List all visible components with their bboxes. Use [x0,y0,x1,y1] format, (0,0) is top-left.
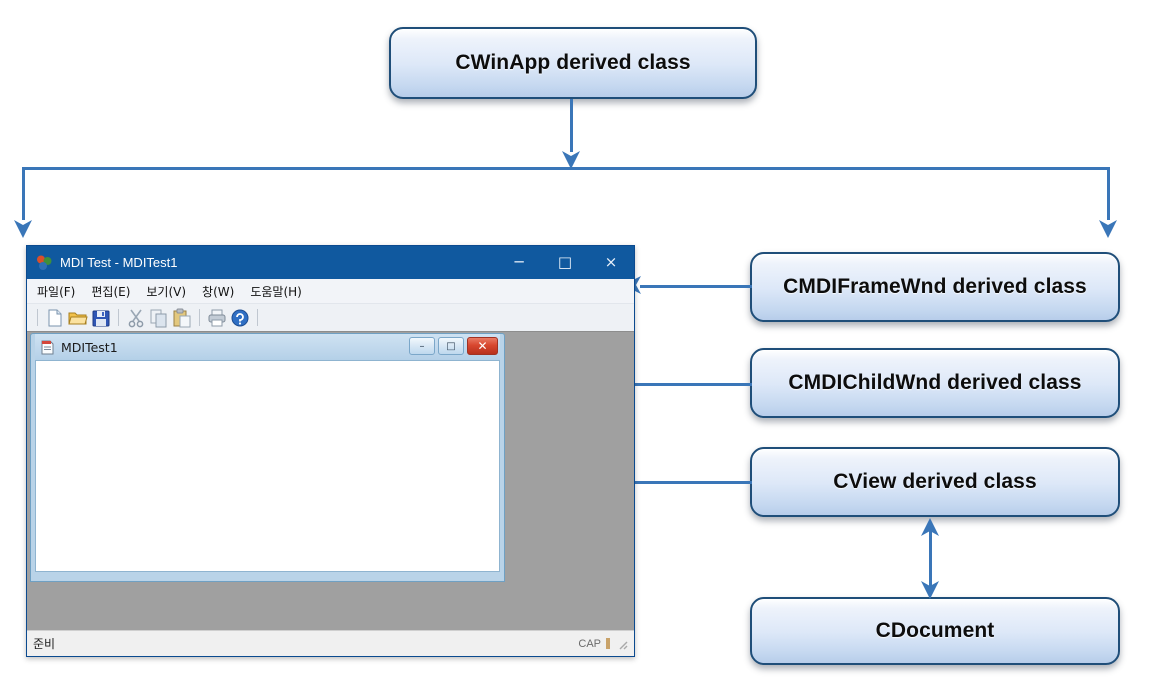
box-cmdichildwnd[interactable]: CMDIChildWnd derived class [750,348,1120,418]
toolbar-separator [257,309,258,326]
mfc-menu-bar: 파일(F) 편집(E) 보기(V) 창(W) 도움말(H) [27,279,634,304]
menu-help[interactable]: 도움말(H) [250,284,302,299]
menu-window[interactable]: 창(W) [202,284,235,299]
arrowhead-down-to-cdocument [921,581,939,599]
box-cwinapp[interactable]: CWinApp derived class [389,27,757,99]
arrowhead-down-to-bus [562,151,580,169]
box-cview-label: CView derived class [833,470,1037,493]
child-minimize-button[interactable]: – [409,337,435,355]
mdi-child-window-controls: – □ ✕ [409,337,498,355]
mdi-client-area: MDITest1 – □ ✕ [27,331,634,630]
connector-cmdiframewnd-line [640,285,752,288]
box-cdocument[interactable]: CDocument [750,597,1120,665]
toolbar-separator [199,309,200,326]
mfc-window-title: MDI Test - MDITest1 [60,255,178,270]
box-cdocument-label: CDocument [875,619,995,642]
connector-bus-right-down [1107,167,1110,220]
connector-bus-horizontal [22,167,1110,170]
mfc-window-controls: ─ □ × [496,246,634,279]
toolbar-separator [37,309,38,326]
connector-bus-left-down [22,167,25,220]
status-indicators: CAP [578,637,628,650]
box-cmdiframewnd[interactable]: CMDIFrameWnd derived class [750,252,1120,322]
resize-grip-icon[interactable] [615,637,628,650]
menu-view[interactable]: 보기(V) [146,284,187,299]
new-icon[interactable] [45,308,65,328]
menu-file[interactable]: 파일(F) [37,284,76,299]
open-icon[interactable] [68,308,88,328]
mdi-child-title-text: MDITest1 [61,339,118,355]
paste-icon[interactable] [172,308,192,328]
connector-cwinapp-down [570,99,573,152]
box-cmdiframewnd-label: CMDIFrameWnd derived class [783,275,1087,298]
arrowhead-down-to-mfc-window [14,220,32,238]
arrowhead-up-to-cview [921,518,939,536]
child-maximize-button[interactable]: □ [438,337,464,355]
minimize-button[interactable]: ─ [514,253,524,271]
mfc-title-bar: MDI Test - MDITest1 ─ □ × [27,246,634,279]
mfc-toolbar [27,304,634,332]
cap-indicator-label: CAP [578,637,601,650]
box-cmdichildwnd-label: CMDIChildWnd derived class [788,371,1082,394]
mfc-app-icon [36,254,53,271]
connector-cview-cdocument [929,523,932,595]
child-close-button[interactable]: ✕ [467,337,498,355]
view-client-area[interactable] [35,360,500,572]
maximize-button[interactable]: □ [557,253,573,271]
mdi-child-window[interactable]: MDITest1 – □ ✕ [30,333,505,582]
menu-edit[interactable]: 편집(E) [91,284,131,299]
about-icon[interactable] [230,308,250,328]
save-icon[interactable] [91,308,111,328]
cut-icon[interactable] [126,308,146,328]
copy-icon[interactable] [149,308,169,328]
cap-indicator-mark [606,638,610,649]
document-icon [40,340,55,355]
status-message: 준비 [33,637,56,651]
arrowhead-down-to-cmdiframewnd [1099,220,1117,238]
mfc-status-bar: 준비 CAP [27,630,634,656]
close-button[interactable]: × [604,253,618,271]
box-cview[interactable]: CView derived class [750,447,1120,517]
mfc-application-window[interactable]: MDI Test - MDITest1 ─ □ × 파일(F) 편집(E) 보기… [26,245,635,657]
toolbar-separator [118,309,119,326]
box-cwinapp-label: CWinApp derived class [455,51,691,74]
mdi-child-title-bar: MDITest1 – □ ✕ [35,334,500,360]
print-icon[interactable] [207,308,227,328]
